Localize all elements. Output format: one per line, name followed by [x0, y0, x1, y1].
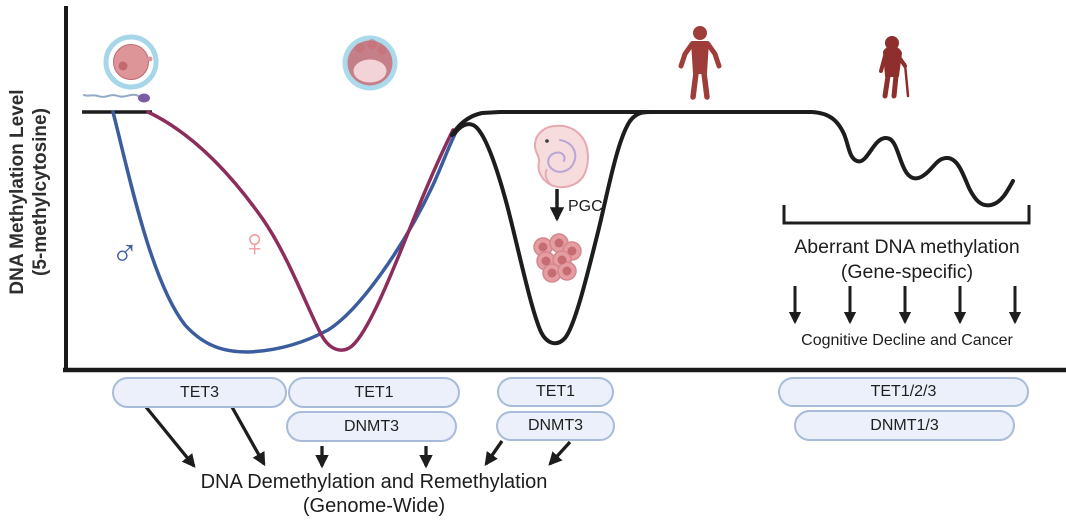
pill-dnmt3-pgc: DNMT3 — [496, 411, 615, 441]
aberrant-bracket — [782, 205, 1031, 225]
cognitive-decline-label: Cognitive Decline and Cancer — [801, 332, 1013, 349]
pill-dnmt3-blastocyst: DNMT3 — [286, 411, 457, 442]
enzyme-caption-arrows — [144, 405, 572, 469]
paternal-methylation-curve — [111, 110, 458, 354]
pgc-methylation-dip-curve — [452, 110, 652, 346]
aberrant-effect-arrows — [788, 286, 1022, 325]
blastocyst-icon — [342, 35, 398, 91]
aberrant-annotation-line2: (Gene-specific) — [840, 261, 974, 283]
pill-dnmt13-aging: DNMT1/3 — [794, 410, 1015, 441]
embryo-icon — [533, 124, 589, 189]
pill-tet123-aging: TET1/2/3 — [778, 377, 1029, 407]
genome-wide-caption: DNA Demethylation and Remethylation (Gen… — [114, 470, 634, 518]
pill-tet3: TET3 — [112, 377, 287, 408]
pill-tet1-pgc: TET1 — [497, 377, 614, 407]
sperm-icon — [83, 93, 150, 103]
genome-wide-caption-line1: DNA Demethylation and Remethylation — [200, 471, 548, 493]
somatic-methylation-curve — [450, 110, 1015, 208]
pgc-label: PGC — [568, 198, 603, 215]
adult-human-icon — [678, 26, 722, 100]
elderly-human-icon — [879, 36, 910, 99]
pgc-cells-icon — [533, 233, 582, 283]
aberrant-annotation-line1: Aberrant DNA methylation — [794, 236, 1020, 258]
maternal-methylation-curve — [146, 110, 455, 352]
pill-tet1-blastocyst: TET1 — [288, 377, 460, 408]
cane — [903, 62, 910, 98]
embryo-eye-dot — [545, 139, 549, 143]
aberrant-annotation: Aberrant DNA methylation (Gene-specific) — [757, 235, 1057, 285]
fertilized-egg-icon — [103, 34, 159, 90]
female-symbol-icon: ♀ — [240, 222, 270, 265]
genome-wide-caption-line2: (Genome-Wide) — [302, 495, 446, 517]
male-symbol-icon: ♂ — [111, 231, 139, 272]
